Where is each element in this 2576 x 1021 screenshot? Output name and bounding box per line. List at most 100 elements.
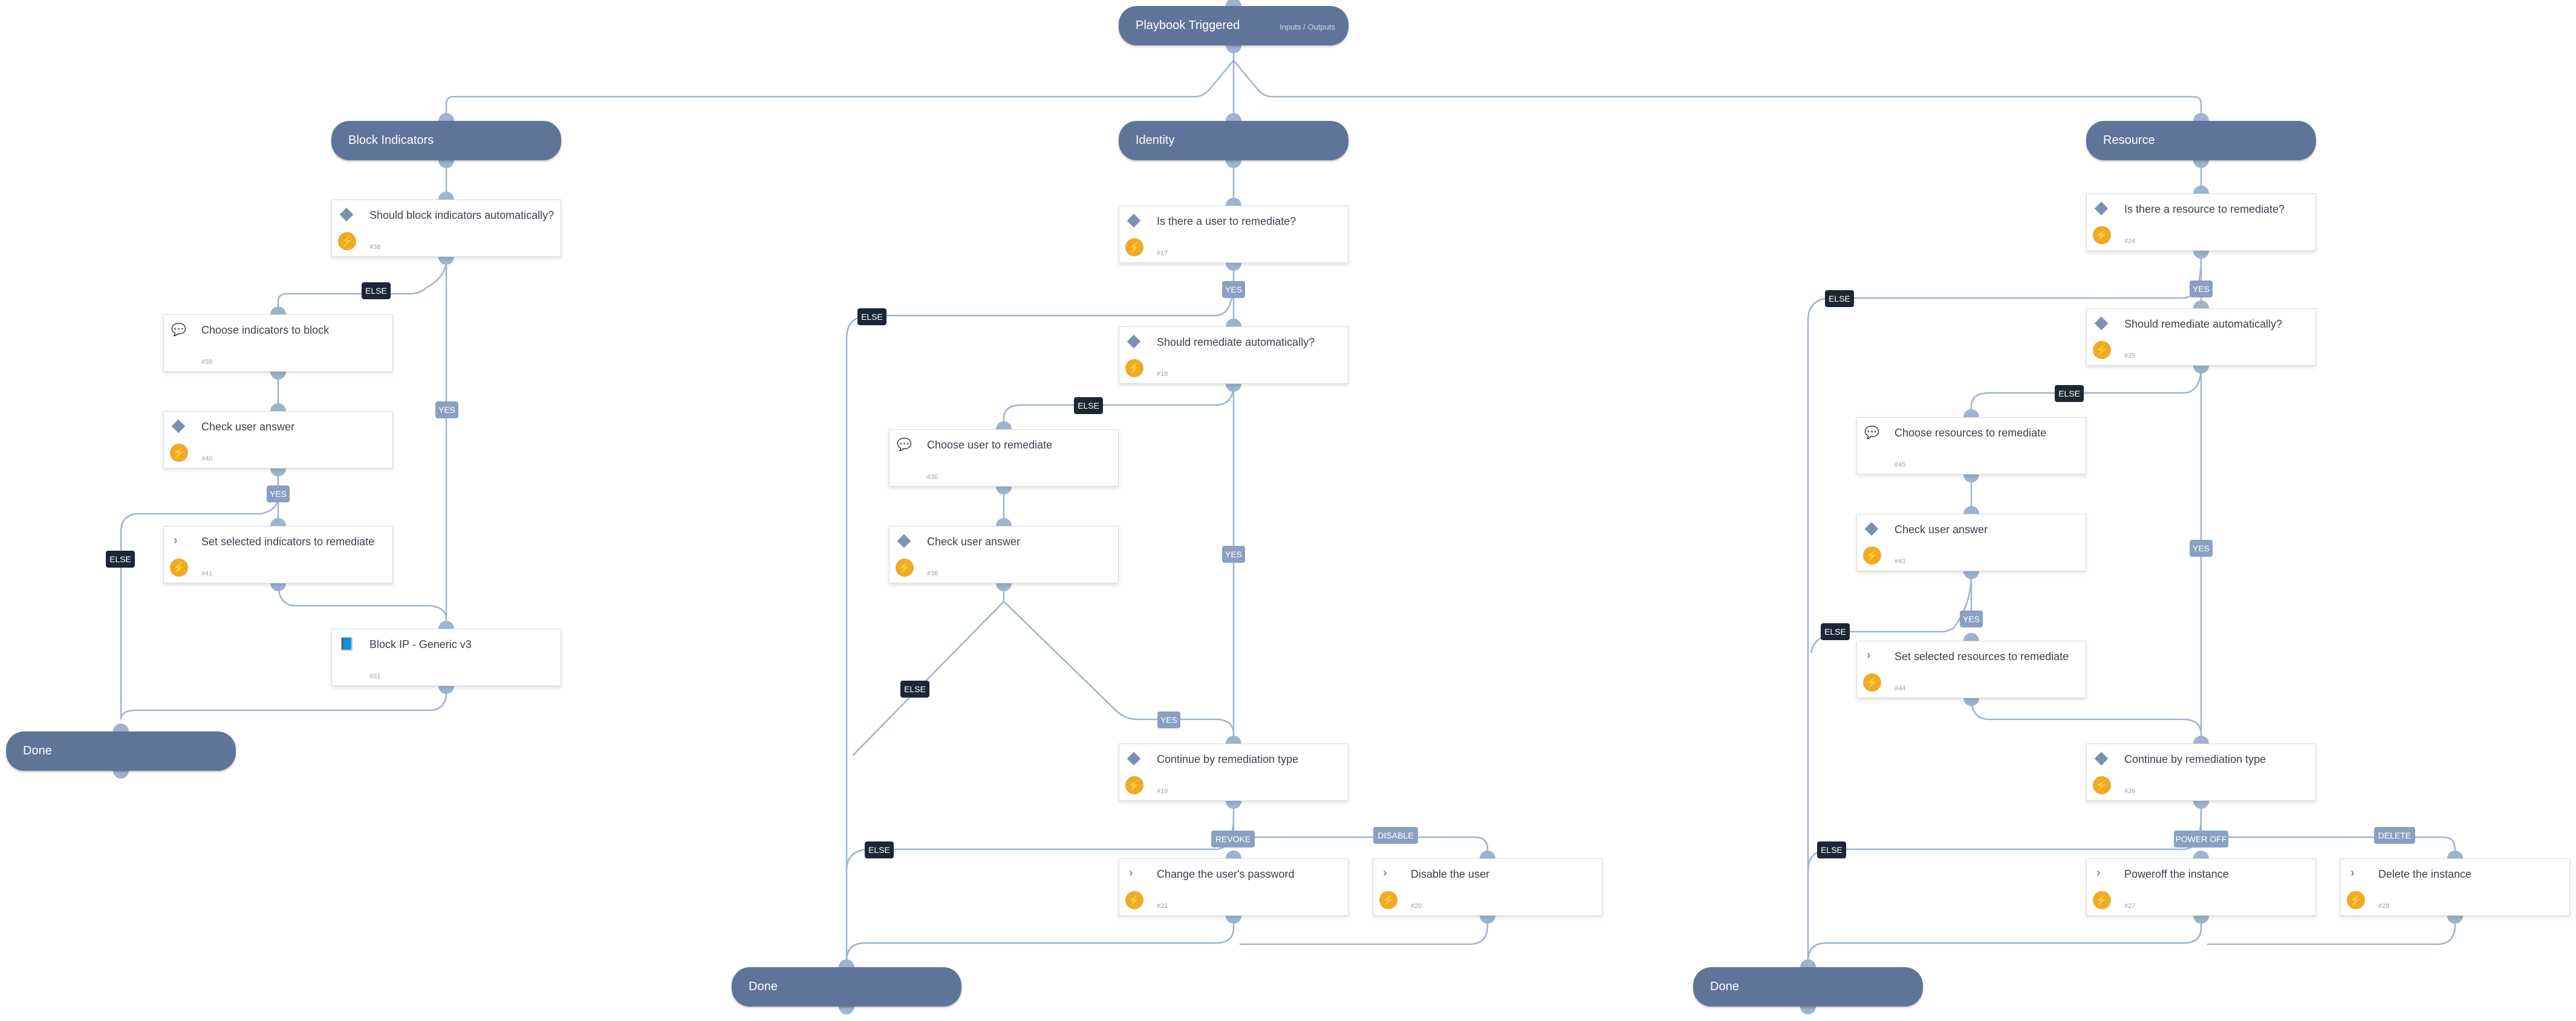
task-24[interactable]: Is there a resource to remediate? ⚡ #24 (2086, 193, 2316, 251)
inputs-outputs-link[interactable]: Inputs / Outputs (1280, 22, 1335, 31)
task-title: Should block indicators automatically? (369, 209, 555, 221)
task-id: #27 (2124, 903, 2136, 910)
edge-label-else[interactable]: ELSE (1821, 623, 1850, 640)
task-id: #45 (1895, 461, 1906, 468)
section-title: Block Indicators (348, 134, 434, 147)
lightning-bolt-icon: ⚡ (896, 559, 914, 577)
section-done-resource[interactable]: Done (1693, 967, 1923, 1006)
edge-label-yes[interactable]: YES (1960, 611, 1983, 627)
task-28[interactable]: › Delete the instance ⚡ #28 (2340, 858, 2570, 916)
edge-label-else[interactable]: ELSE (2055, 385, 2084, 402)
task-38[interactable]: Should block indicators automatically? ⚡… (331, 199, 561, 257)
section-done-block[interactable]: Done (6, 731, 236, 771)
section-block-indicators[interactable]: Block Indicators (331, 121, 561, 160)
task-19[interactable]: Continue by remediation type ⚡ #19 (1119, 744, 1348, 801)
edge-label-yes[interactable]: YES (435, 401, 458, 418)
task-43[interactable]: Check user answer ⚡ #43 (1856, 514, 2086, 571)
task-45[interactable]: 💬 Choose resources to remediate #45 (1856, 417, 2086, 475)
task-44[interactable]: › Set selected resources to remediate ⚡ … (1856, 641, 2086, 698)
task-id: #18 (1157, 371, 1168, 378)
task-title: Poweroff the instance (2124, 868, 2229, 880)
task-36[interactable]: Check user answer ⚡ #36 (889, 526, 1119, 583)
edge-label-yes[interactable]: YES (1222, 546, 1245, 563)
task-id: #41 (201, 570, 213, 577)
edge-label-else[interactable]: ELSE (362, 282, 391, 299)
edge-label-yes[interactable]: YES (1222, 281, 1245, 298)
task-title: Continue by remediation type (2124, 753, 2266, 765)
task-title: Disable the user (1411, 868, 1490, 880)
lightning-bolt-icon: ⚡ (338, 232, 356, 250)
edge-label-else[interactable]: ELSE (106, 551, 135, 568)
task-id: #38 (369, 244, 381, 251)
lightning-bolt-icon: ⚡ (2093, 776, 2111, 794)
chat-bubble-icon: 💬 (1864, 426, 1879, 439)
lightning-bolt-icon: ⚡ (1863, 673, 1881, 692)
task-30[interactable]: 💬 Choose user to remediate #30 (889, 429, 1119, 487)
lightning-bolt-icon: ⚡ (1125, 238, 1143, 256)
section-title: Playbook Triggered (1136, 19, 1240, 32)
edge-label-else[interactable]: ELSE (865, 841, 894, 858)
task-title: Is there a resource to remediate? (2124, 203, 2285, 215)
task-20[interactable]: › Disable the user ⚡ #20 (1373, 858, 1602, 916)
chat-bubble-icon: 💬 (897, 438, 912, 452)
lightning-bolt-icon: ⚡ (1379, 891, 1397, 909)
edge-label-else[interactable]: ELSE (900, 681, 929, 698)
section-playbook-triggered[interactable]: Playbook Triggered Inputs / Outputs (1119, 6, 1348, 45)
lightning-bolt-icon: ⚡ (2347, 891, 2365, 909)
edge-label-yes[interactable]: YES (2190, 280, 2213, 297)
section-identity[interactable]: Identity (1119, 121, 1348, 160)
task-id: #25 (2124, 352, 2136, 360)
task-40[interactable]: Check user answer ⚡ #40 (163, 411, 393, 468)
task-title: Check user answer (201, 421, 295, 433)
task-26[interactable]: Continue by remediation type ⚡ #26 (2086, 744, 2316, 801)
edge-label-yes[interactable]: YES (1157, 711, 1180, 728)
lightning-bolt-icon: ⚡ (1125, 359, 1143, 377)
edge-label-delete[interactable]: DELETE (2374, 827, 2415, 844)
task-id: #24 (2124, 238, 2136, 245)
task-id: #39 (201, 358, 213, 366)
chevron-right-icon: › (2350, 866, 2355, 880)
diamond-icon (1127, 751, 1141, 766)
task-27[interactable]: › Poweroff the instance ⚡ #27 (2086, 858, 2316, 916)
section-done-identity[interactable]: Done (732, 967, 961, 1006)
chevron-right-icon: › (1383, 866, 1387, 880)
task-25[interactable]: Should remediate automatically? ⚡ #25 (2086, 308, 2316, 366)
task-41[interactable]: › Set selected indicators to remediate ⚡… (163, 526, 393, 583)
task-id: #40 (201, 455, 213, 462)
task-id: #26 (2124, 788, 2136, 795)
section-resource[interactable]: Resource (2086, 121, 2316, 160)
chat-bubble-icon: 💬 (171, 323, 186, 337)
task-39[interactable]: 💬 Choose indicators to block #39 (163, 314, 393, 372)
edge-label-disable[interactable]: DISABLE (1373, 827, 1418, 844)
task-id: #31 (369, 673, 381, 680)
task-18[interactable]: Should remediate automatically? ⚡ #18 (1119, 326, 1348, 384)
edge-label-else[interactable]: ELSE (1825, 290, 1854, 307)
edge-label-yes[interactable]: YES (267, 485, 290, 502)
task-title: Is there a user to remediate? (1157, 215, 1296, 227)
chevron-right-icon: › (2096, 866, 2101, 880)
lightning-bolt-icon: ⚡ (1863, 546, 1881, 565)
task-17[interactable]: Is there a user to remediate? ⚡ #17 (1119, 206, 1348, 263)
section-title: Identity (1136, 134, 1175, 147)
task-title: Check user answer (927, 536, 1021, 548)
task-id: #43 (1895, 558, 1906, 565)
task-31[interactable]: 📘 Block IP - Generic v3 #31 (331, 629, 561, 686)
edge-label-else[interactable]: ELSE (1074, 397, 1103, 414)
edge-label-revoke[interactable]: REVOKE (1211, 831, 1255, 848)
diamond-icon (1864, 522, 1879, 536)
diamond-icon (171, 419, 186, 433)
edge-label-else[interactable]: ELSE (857, 308, 886, 325)
edge-label-power-off[interactable]: POWER OFF (2174, 831, 2228, 848)
edge-label-else[interactable]: ELSE (1817, 841, 1846, 858)
diamond-icon (2094, 201, 2109, 216)
section-title: Resource (2103, 134, 2155, 147)
edge-label-yes[interactable]: YES (2190, 540, 2213, 557)
task-id: #19 (1157, 788, 1168, 795)
diamond-icon (897, 534, 911, 548)
section-title: Done (749, 980, 778, 993)
task-21[interactable]: › Change the user's password ⚡ #21 (1119, 858, 1348, 916)
lightning-bolt-icon: ⚡ (170, 559, 188, 577)
chevron-right-icon: › (1129, 866, 1133, 880)
task-title: Continue by remediation type (1157, 753, 1299, 765)
